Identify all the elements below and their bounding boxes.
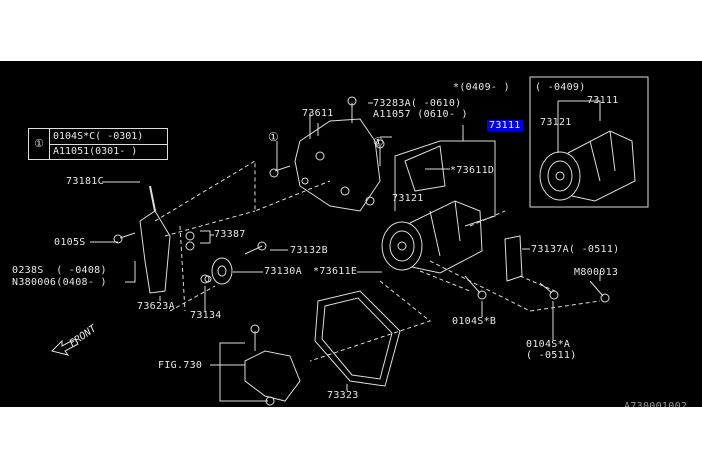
part-label-73323[interactable]: 73323: [327, 390, 359, 401]
callout-1-icon: ①: [373, 135, 385, 149]
date-note-0409: *(0409- ): [453, 82, 510, 93]
part-label-73132B[interactable]: 73132B: [290, 245, 328, 256]
callout-1-icon: ①: [268, 130, 280, 144]
inset-date-note: ( -0409): [535, 82, 586, 93]
part-label-73137A[interactable]: 73137A( -0511): [531, 244, 620, 255]
part-label-73611[interactable]: 73611: [302, 108, 334, 119]
bracket-73611-drawing: [294, 113, 381, 212]
figure-reference-730[interactable]: FIG.730: [158, 360, 203, 371]
bracket-73137A-drawing: [504, 235, 523, 282]
legend-divider: [50, 144, 167, 145]
legend-table: ① 0104S*C( -0301) A11051(0301- ): [28, 128, 168, 160]
part-label-0238S[interactable]: 0238S ( -0408): [12, 265, 107, 276]
part-label-73387[interactable]: 73387: [214, 229, 246, 240]
part-label-0104S-B[interactable]: 0104S*B: [452, 316, 497, 327]
part-label-N380006[interactable]: N380006(0408- ): [12, 277, 107, 288]
part-label-73134[interactable]: 73134: [190, 310, 222, 321]
diagram-linework: [51, 76, 649, 406]
front-arrow-icon: [51, 338, 79, 356]
part-label-73181C[interactable]: 73181C: [66, 176, 104, 187]
part-label-73283A[interactable]: 73283A( -0610): [373, 98, 462, 109]
inset-frame: [529, 76, 649, 208]
part-label-73111-selected[interactable]: 73111: [487, 120, 523, 131]
legend-row: 0104S*C( -0301): [53, 131, 144, 142]
assembly-guide-lines: [154, 160, 601, 362]
part-label-0105S[interactable]: 0105S: [54, 237, 86, 248]
part-label-0104S-A[interactable]: 0104S*A: [526, 339, 571, 350]
part-label-73611E[interactable]: *73611E: [313, 266, 358, 277]
inset-compressor-drawing: [539, 100, 636, 202]
part-label-A11057[interactable]: A11057 (0610- ): [373, 109, 468, 120]
bracket-73623A-drawing: [139, 185, 171, 294]
part-label-73611D[interactable]: *73611D: [450, 165, 495, 176]
parts-diagram: ① 0104S*C( -0301) A11051(0301- ) 73611 7…: [0, 61, 702, 407]
inset-label-73121[interactable]: 73121: [540, 117, 572, 128]
part-label-73623A[interactable]: 73623A: [137, 301, 175, 312]
legend-symbol: ①: [29, 129, 50, 159]
pulley-cover-drawing: [244, 350, 301, 402]
inset-label-73111[interactable]: 73111: [587, 95, 619, 106]
belt-73323-drawing: [314, 290, 401, 387]
part-label-M800013[interactable]: M800013: [574, 267, 619, 278]
part-label-0104S-A-date: ( -0511): [526, 350, 577, 361]
leader-lines: [90, 102, 601, 402]
idler-pulley-drawing: [200, 257, 233, 285]
part-label-73130A[interactable]: 73130A: [264, 266, 302, 277]
drawing-id: A730001002: [624, 401, 688, 407]
part-label-73121[interactable]: 73121: [392, 193, 424, 204]
legend-row: A11051(0301- ): [53, 146, 138, 157]
